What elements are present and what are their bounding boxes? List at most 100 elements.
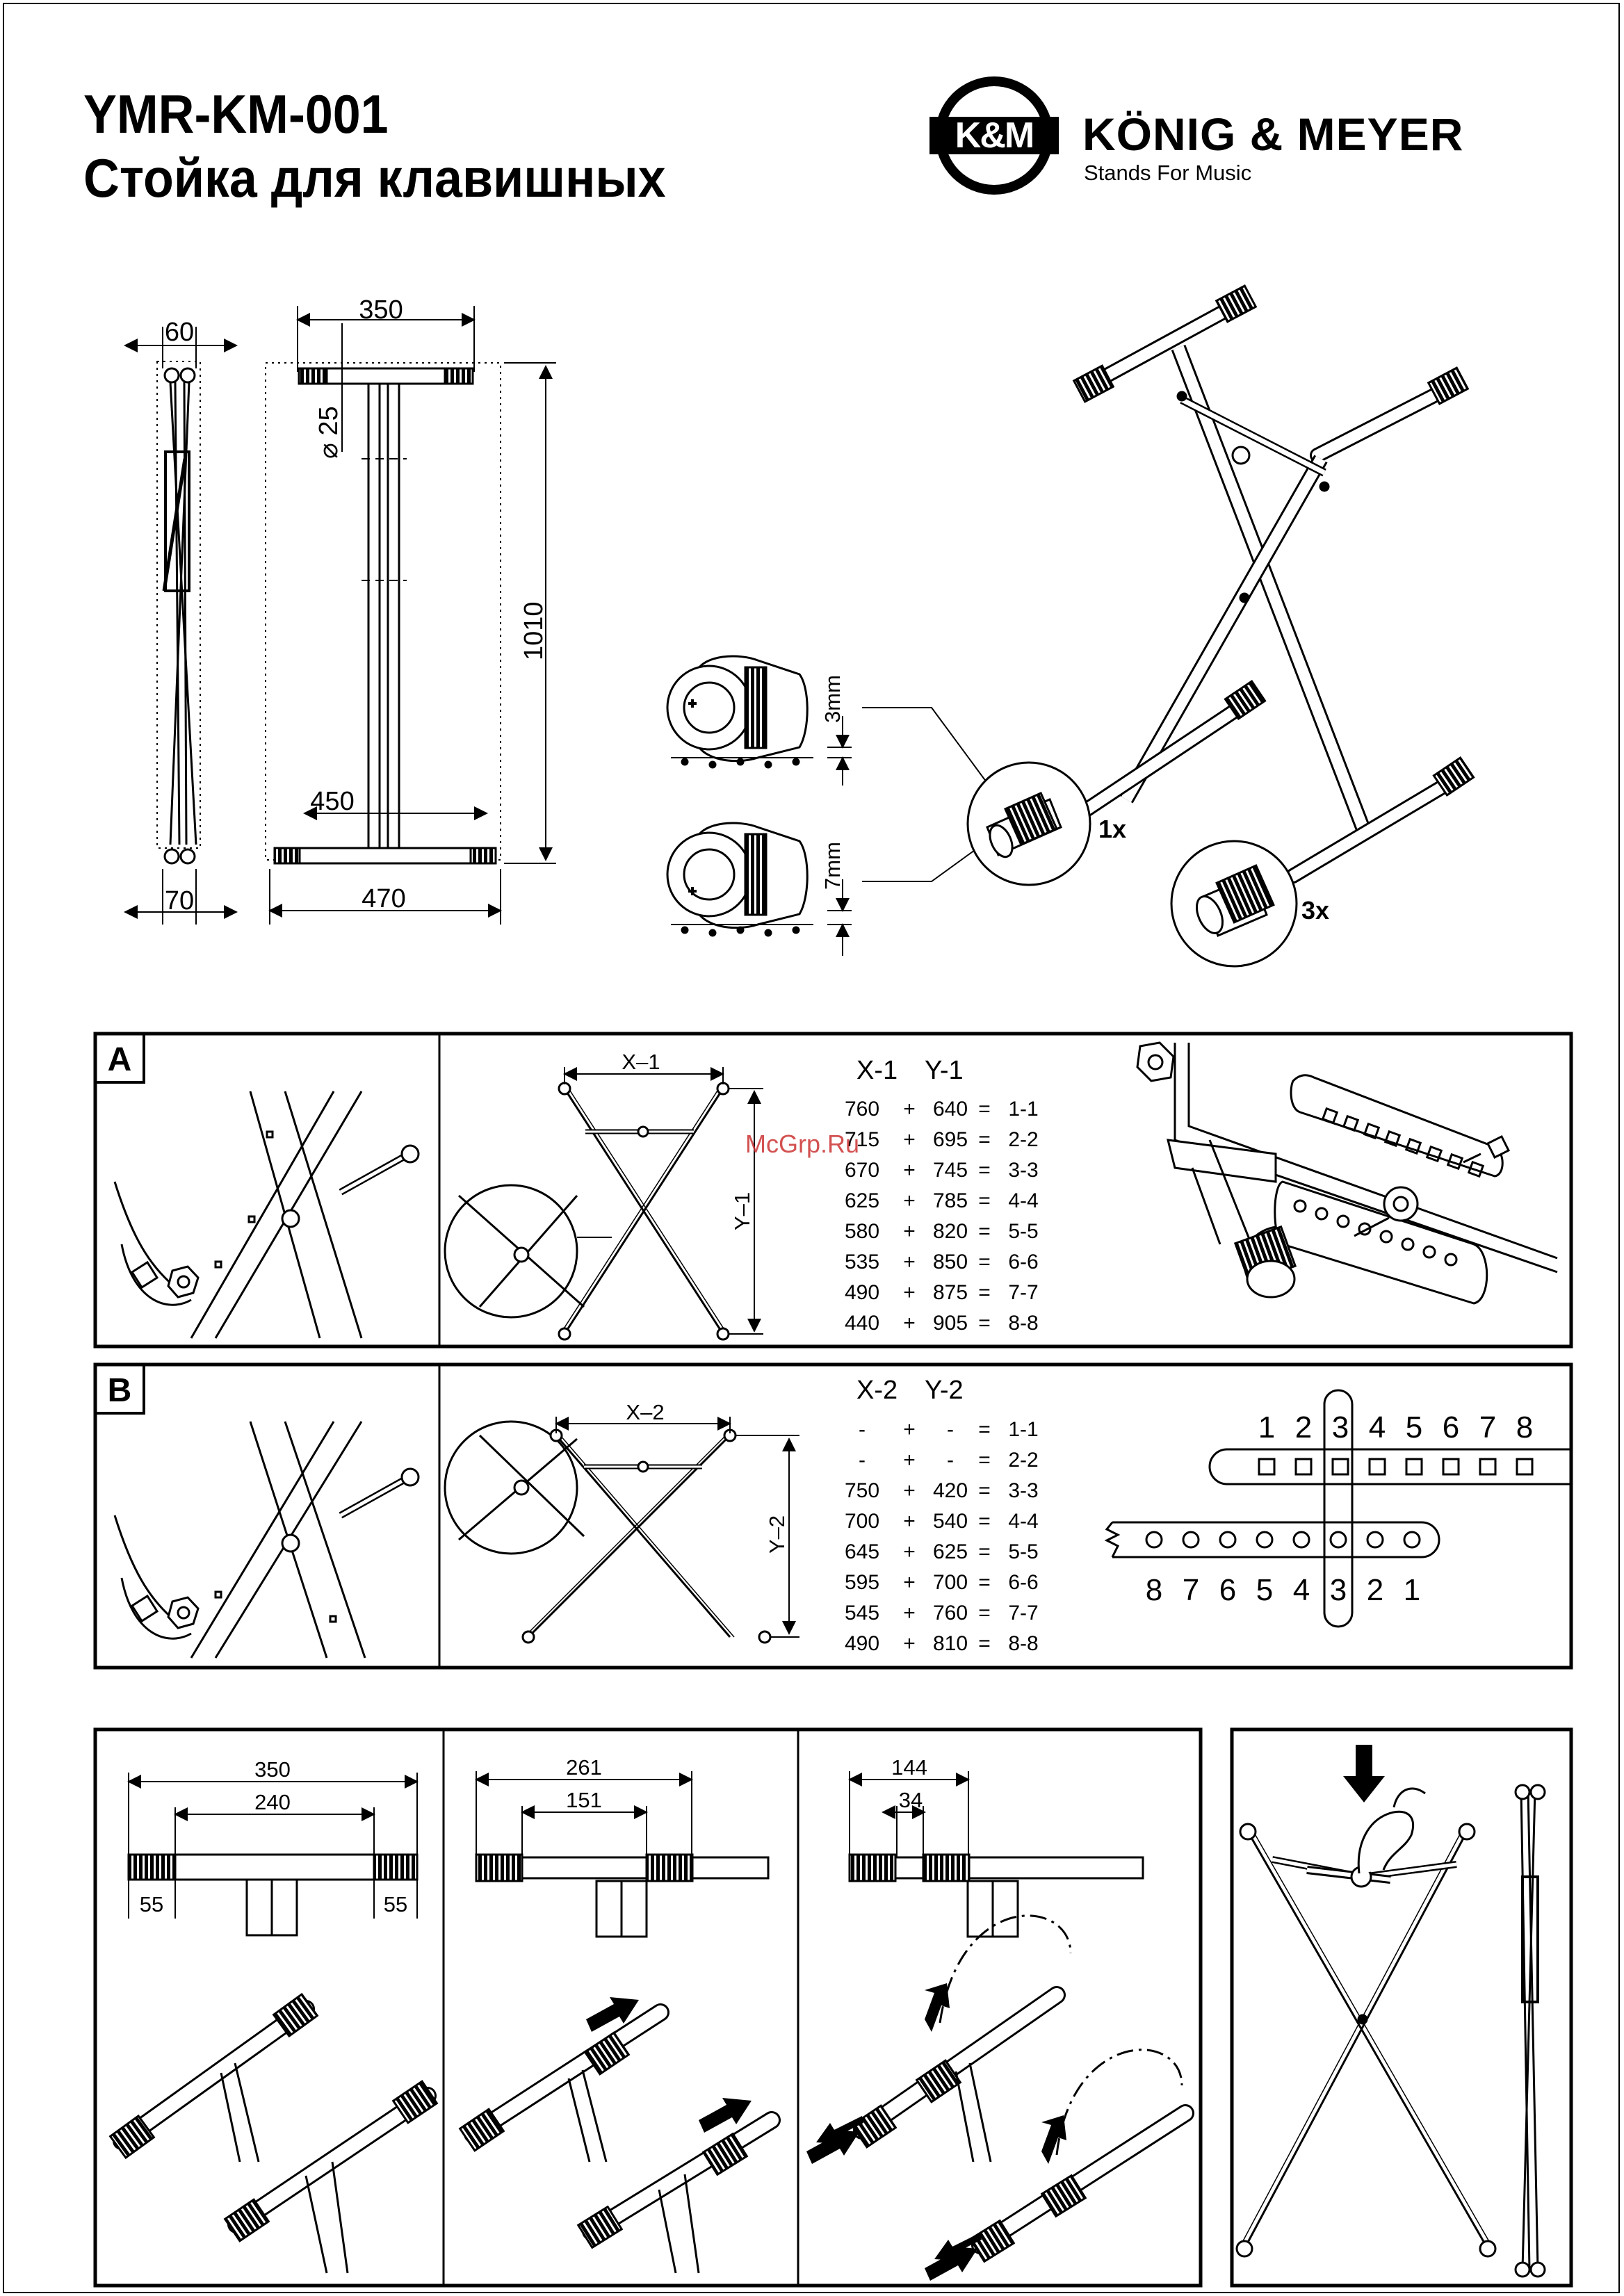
section-b-y-value: 760 bbox=[933, 1602, 968, 1625]
section-b-equals: = bbox=[978, 1632, 991, 1655]
folding-panel-drawing bbox=[1235, 1784, 1546, 2278]
section-a-plus: + bbox=[903, 1128, 916, 1151]
section-b-table: X-2 Y-2 -+-=1-1-+-=2-2750+420=3-3700+540… bbox=[845, 1376, 1039, 1655]
section-a-y-value: 820 bbox=[933, 1220, 968, 1243]
section-b-equals: = bbox=[978, 1418, 991, 1441]
dim-inner-base: 450 bbox=[310, 787, 354, 816]
section-b-plus: + bbox=[903, 1632, 916, 1655]
feet-detail-drawing bbox=[666, 655, 995, 956]
scale-top-number: 8 bbox=[1516, 1410, 1533, 1444]
section-b-equals: = bbox=[978, 1602, 991, 1625]
cap-panel-2-drawing bbox=[458, 1771, 781, 2274]
watermark: McGrp.Ru bbox=[745, 1130, 860, 1158]
panel1-overall: 350 bbox=[254, 1757, 291, 1782]
page-border bbox=[3, 3, 1620, 2293]
section-b-x-value: 700 bbox=[845, 1510, 879, 1533]
dim-foot-gap-large: 7mm bbox=[820, 842, 845, 890]
section-a-x-value: 670 bbox=[845, 1159, 879, 1182]
scale-top-number: 3 bbox=[1332, 1410, 1349, 1444]
section-a-equals: = bbox=[978, 1159, 991, 1182]
section-a-plus: + bbox=[903, 1098, 916, 1121]
section-a-label: A bbox=[108, 1041, 132, 1078]
section-a-x-value: 625 bbox=[845, 1189, 879, 1212]
scale-top-number: 6 bbox=[1443, 1410, 1459, 1444]
scale-bottom-number: 2 bbox=[1367, 1573, 1383, 1607]
bracket-round-hole bbox=[1422, 1245, 1436, 1259]
section-b-plus: + bbox=[903, 1479, 916, 1502]
section-b-x-value: 645 bbox=[845, 1540, 879, 1563]
bracket-square-hole bbox=[1383, 1130, 1402, 1148]
section-b-plus: + bbox=[903, 1571, 916, 1594]
scale-bottom-number: 8 bbox=[1146, 1573, 1162, 1607]
scale-bottom-number: 6 bbox=[1219, 1573, 1236, 1607]
scale-top-number: 7 bbox=[1479, 1410, 1496, 1444]
section-b-y-label: Y–2 bbox=[765, 1515, 789, 1554]
section-b-col-y: Y-2 bbox=[925, 1376, 964, 1405]
side-view-drawing bbox=[124, 327, 238, 925]
section-b-x-value: 750 bbox=[845, 1479, 879, 1502]
bracket-round-hole bbox=[1293, 1199, 1307, 1213]
dim-height: 1010 bbox=[519, 601, 549, 660]
section-b-plus: + bbox=[903, 1418, 916, 1441]
product-subtitle: Стойка для клавишных bbox=[83, 147, 666, 209]
panel1-left-cap: 55 bbox=[140, 1892, 163, 1916]
section-a-y-value: 850 bbox=[933, 1251, 968, 1273]
section-a-position: 8-8 bbox=[1008, 1312, 1038, 1335]
press-down-arrow-icon bbox=[1343, 1745, 1385, 1802]
section-b-y-value: 540 bbox=[933, 1510, 968, 1533]
section-b-label: B bbox=[108, 1372, 132, 1409]
plate-bracket-detail bbox=[1136, 1041, 1558, 1305]
plate-round-hole bbox=[1329, 1531, 1347, 1549]
scale-bottom-number: 7 bbox=[1183, 1573, 1199, 1607]
push-arrow-icon bbox=[925, 2246, 977, 2281]
pull-arrow-icon bbox=[816, 2116, 863, 2144]
section-b-x-value: - bbox=[859, 1449, 866, 1472]
dim-foot-gap-small: 3mm bbox=[820, 675, 845, 723]
push-arrow-icon bbox=[806, 2129, 859, 2164]
push-arrow-icon bbox=[586, 1997, 639, 2032]
scale-top-number: 4 bbox=[1369, 1410, 1386, 1444]
section-a-geometry bbox=[444, 1067, 763, 1341]
section-b-plus: + bbox=[903, 1449, 916, 1472]
panel1-inner: 240 bbox=[254, 1790, 291, 1814]
plate-round-hole bbox=[1219, 1531, 1237, 1549]
plate-square-hole bbox=[1368, 1458, 1386, 1476]
section-b-y-value: - bbox=[947, 1449, 954, 1472]
bracket-square-hole bbox=[1363, 1122, 1381, 1140]
section-b-equals: = bbox=[978, 1571, 991, 1594]
dim-base-width: 470 bbox=[362, 884, 405, 913]
section-a-x-value: 440 bbox=[845, 1312, 879, 1335]
section-a-y-value: 745 bbox=[933, 1159, 968, 1182]
section-b-position: 7-7 bbox=[1008, 1602, 1038, 1625]
section-b-geometry bbox=[444, 1417, 799, 1644]
plate-square-hole bbox=[1331, 1458, 1349, 1476]
scale-bottom-number: 3 bbox=[1330, 1573, 1347, 1607]
section-a-plus: + bbox=[903, 1220, 916, 1243]
panel2-overall: 261 bbox=[566, 1755, 602, 1780]
section-a-x-value: 715 bbox=[845, 1128, 879, 1151]
panel1-right-cap: 55 bbox=[384, 1892, 407, 1916]
section-b-position: 2-2 bbox=[1008, 1449, 1038, 1472]
section-a-equals: = bbox=[978, 1098, 991, 1121]
section-a-position: 3-3 bbox=[1008, 1159, 1038, 1182]
scale-bottom-number: 1 bbox=[1404, 1573, 1420, 1607]
section-b-position: 6-6 bbox=[1008, 1571, 1038, 1594]
plate-round-hole bbox=[1145, 1531, 1163, 1549]
section-b-plus: + bbox=[903, 1602, 916, 1625]
plate-square-hole bbox=[1294, 1458, 1313, 1476]
section-a-plus: + bbox=[903, 1251, 916, 1273]
plate-square-hole bbox=[1442, 1458, 1460, 1476]
push-arrow-icon bbox=[699, 2098, 752, 2133]
scale-top-number: 5 bbox=[1406, 1410, 1422, 1444]
section-b-x-value: 545 bbox=[845, 1602, 879, 1625]
section-b-equals: = bbox=[978, 1540, 991, 1563]
plate-round-hole bbox=[1292, 1531, 1310, 1549]
section-b-plus: + bbox=[903, 1540, 916, 1563]
section-a-bolt-detail bbox=[113, 1091, 420, 1339]
section-b-position: 8-8 bbox=[1008, 1632, 1038, 1655]
section-b-x-value: 595 bbox=[845, 1571, 879, 1594]
emblem-text: K&M bbox=[955, 115, 1034, 156]
